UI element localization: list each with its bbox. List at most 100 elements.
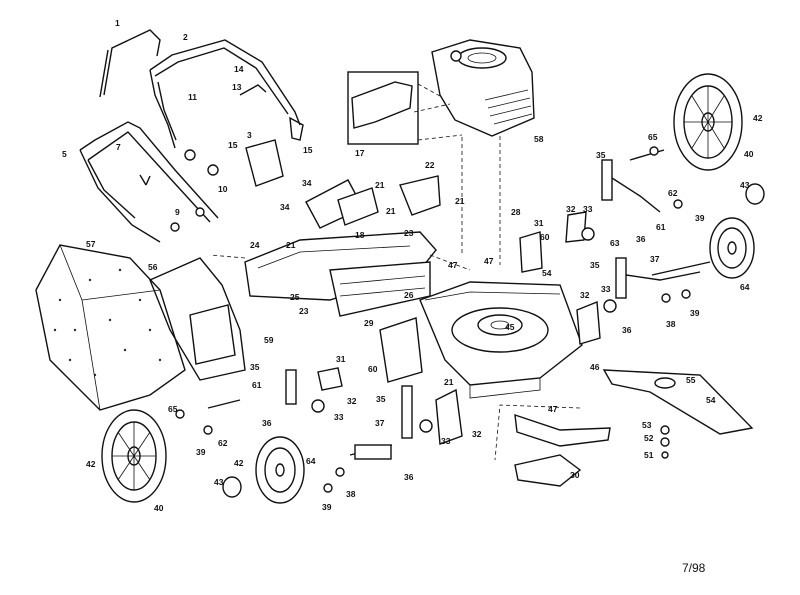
callout-23a: 23 <box>404 228 414 238</box>
callout-60a: 60 <box>540 232 550 242</box>
callout-33a: 33 <box>583 204 593 214</box>
axle-hardware <box>175 146 711 493</box>
callout-18: 18 <box>355 230 365 240</box>
callout-26: 26 <box>404 290 414 300</box>
callout-32c: 32 <box>347 396 357 406</box>
callout-30: 30 <box>570 470 580 480</box>
callout-58: 58 <box>534 134 544 144</box>
wheel-front-left <box>255 436 305 504</box>
callout-51: 51 <box>644 450 654 460</box>
callout-65b: 65 <box>168 404 178 414</box>
callout-57: 57 <box>86 239 96 249</box>
callout-65a: 65 <box>648 132 658 142</box>
callout-17: 17 <box>355 148 365 158</box>
callout-33c: 33 <box>334 412 344 422</box>
engine <box>431 39 535 137</box>
callout-46: 46 <box>590 362 600 372</box>
callout-37b: 37 <box>375 418 385 428</box>
callout-21d: 21 <box>286 240 296 250</box>
callout-36c: 36 <box>262 418 272 428</box>
callout-11: 11 <box>188 92 197 102</box>
callout-13: 13 <box>232 82 242 92</box>
callout-35b: 35 <box>590 260 600 270</box>
callout-47c: 47 <box>548 404 558 414</box>
callout-10: 10 <box>218 184 228 194</box>
callout-39c: 39 <box>322 502 332 512</box>
callout-64b: 64 <box>306 456 316 466</box>
callout-15b: 15 <box>228 140 238 150</box>
callout-25: 25 <box>290 292 300 302</box>
callout-62b: 62 <box>218 438 228 448</box>
callout-33b: 33 <box>601 284 611 294</box>
bag-frame <box>149 257 246 381</box>
callout-62a: 62 <box>668 188 678 198</box>
hubcaps <box>222 183 765 498</box>
wheel-adjuster-levers <box>285 159 701 439</box>
callout-59: 59 <box>264 335 274 345</box>
callout-35c: 35 <box>250 362 260 372</box>
callout-36a: 36 <box>636 234 646 244</box>
callout-36b: 36 <box>622 325 632 335</box>
callout-36d: 36 <box>404 472 414 482</box>
callout-39d: 39 <box>196 447 206 457</box>
callout-21c: 21 <box>386 206 396 216</box>
handle-hardware <box>139 84 304 232</box>
callout-21e: 21 <box>444 377 454 387</box>
rear-baffle <box>244 231 437 317</box>
wheel-rear-right <box>673 73 743 171</box>
upper-handle <box>99 29 161 98</box>
callout-43a: 43 <box>740 180 750 190</box>
callout-2: 2 <box>183 32 188 42</box>
callout-54b: 54 <box>706 395 716 405</box>
grass-bag <box>35 244 186 411</box>
callout-24: 24 <box>250 240 260 250</box>
callout-21a: 21 <box>375 180 385 190</box>
callout-15a: 15 <box>303 145 313 155</box>
callout-34b: 34 <box>280 202 290 212</box>
callout-60b: 60 <box>368 364 378 374</box>
mower-deck <box>419 281 583 399</box>
callout-34a: 34 <box>302 178 312 188</box>
callout-35d: 35 <box>376 394 386 404</box>
callout-38a: 38 <box>666 319 676 329</box>
callout-23b: 23 <box>299 306 309 316</box>
wheel-rear-left <box>101 409 167 503</box>
wheel-front-right <box>709 217 755 279</box>
lower-handle <box>79 121 219 243</box>
callout-61a: 61 <box>656 222 666 232</box>
callout-47b: 47 <box>484 256 494 266</box>
callout-32a: 32 <box>566 204 576 214</box>
callout-33d: 33 <box>441 436 451 446</box>
callout-31b: 31 <box>336 354 346 364</box>
callout-28: 28 <box>511 207 521 217</box>
callout-42c: 42 <box>234 458 244 468</box>
callout-39b: 39 <box>690 308 700 318</box>
callout-37a: 37 <box>650 254 660 264</box>
callout-22: 22 <box>425 160 435 170</box>
callout-31a: 31 <box>534 218 544 228</box>
callout-61b: 61 <box>252 380 262 390</box>
callout-14: 14 <box>234 64 244 74</box>
rear-deflector <box>514 413 611 487</box>
callout-43b: 43 <box>214 477 224 487</box>
callout-35a: 35 <box>596 150 606 160</box>
callout-52: 52 <box>644 433 654 443</box>
control-bracket <box>305 175 441 229</box>
callout-64a: 64 <box>740 282 750 292</box>
callout-9: 9 <box>175 207 180 217</box>
blade <box>602 369 754 459</box>
callout-63: 63 <box>610 238 620 248</box>
callout-40a: 40 <box>744 149 754 159</box>
callout-39a: 39 <box>695 213 705 223</box>
callout-55: 55 <box>686 375 696 385</box>
callout-53: 53 <box>642 420 652 430</box>
callout-40b: 40 <box>154 503 164 513</box>
rear-height-adjusters <box>317 211 601 445</box>
engine-bracket-inset <box>347 71 419 145</box>
callout-3: 3 <box>247 130 252 140</box>
callout-32b: 32 <box>580 290 590 300</box>
callout-21b: 21 <box>455 196 465 206</box>
cable-guard <box>245 139 284 187</box>
